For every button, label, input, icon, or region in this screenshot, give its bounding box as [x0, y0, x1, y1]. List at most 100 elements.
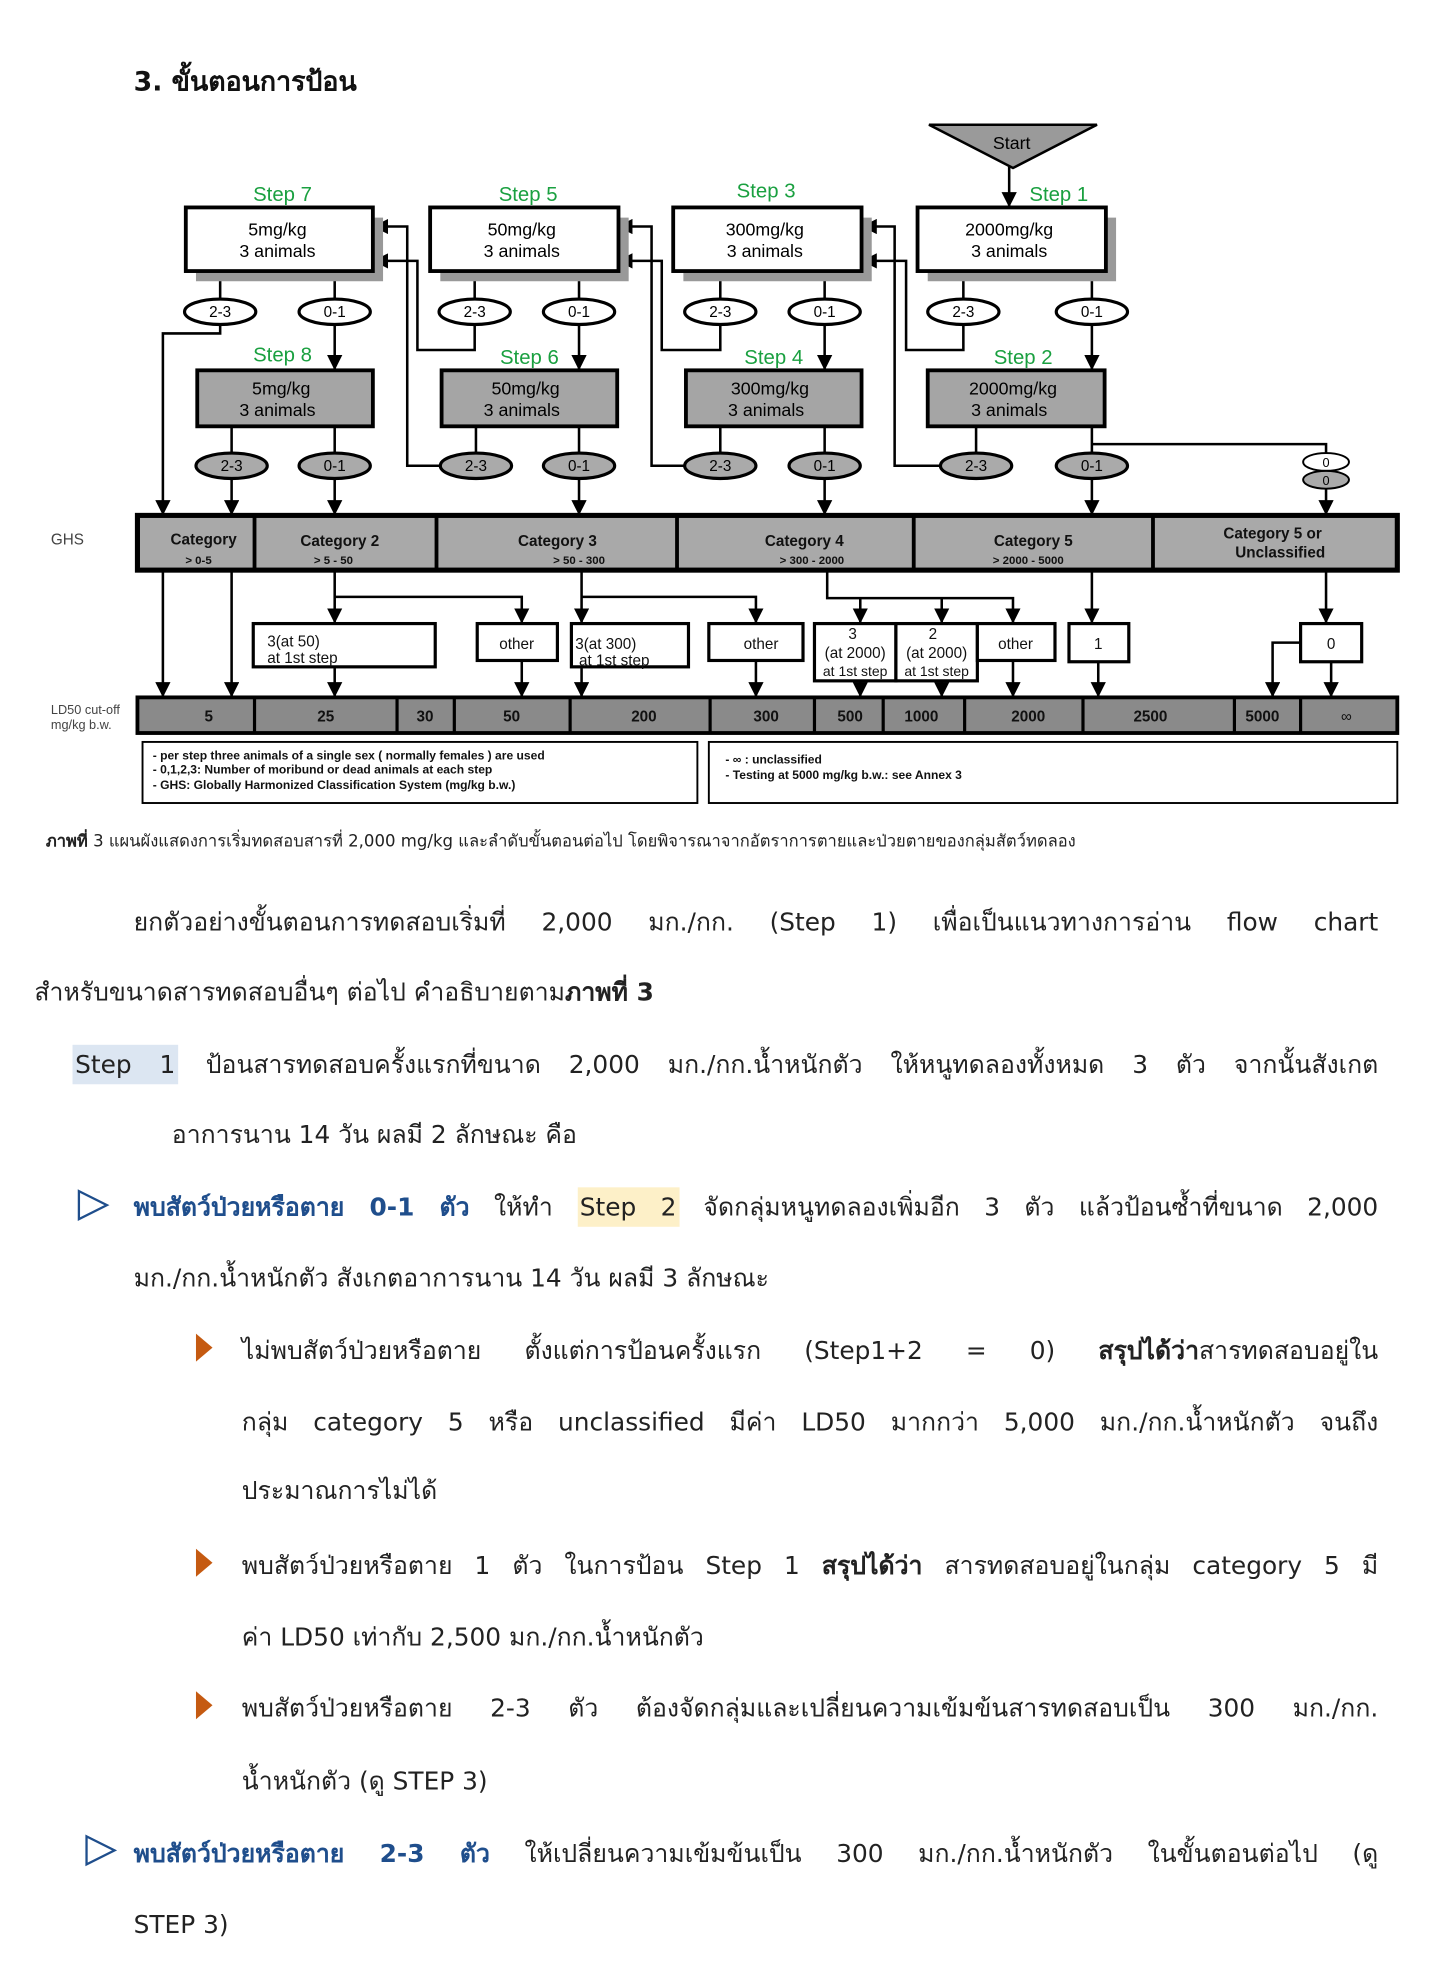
svg-text:3 animals: 3 animals: [971, 241, 1047, 261]
svg-text:> 300 - 2000: > 300 - 2000: [780, 555, 845, 567]
outcome-oval: 2-3: [182, 297, 258, 327]
outcome-oval: 2-3: [438, 451, 514, 481]
svg-text:50: 50: [503, 709, 520, 726]
sub-bullet-line: พบสัตว์ป่วยหรือตาย 2-3 ตัว ต้องจัดกลุ่มแ…: [241, 1693, 1379, 1724]
svg-text:Unclassified: Unclassified: [1235, 544, 1325, 561]
outline-triangle-bullet-icon: [85, 1834, 118, 1867]
result-box-3-at-2000: 3(at 2000)at 1st step: [823, 626, 888, 679]
svg-text:Step 6: Step 6: [500, 347, 559, 369]
svg-text:3(at 300): 3(at 300): [575, 636, 636, 653]
svg-text:at 1st step: at 1st step: [823, 663, 888, 679]
paragraph-line: ค่า LD50 เท่ากับ 2,500 มก./กก.น้ำหนักตัว: [241, 1622, 704, 1652]
outcome-oval-zero: 0: [1302, 452, 1350, 472]
svg-text:2-3: 2-3: [209, 304, 231, 321]
step-7-box: Step 7 5mg/kg3 animals: [183, 184, 384, 282]
outcome-oval: 0-1: [787, 451, 862, 481]
start-node: Start: [928, 123, 1098, 170]
svg-text:0-1: 0-1: [814, 304, 836, 321]
svg-text:500: 500: [837, 709, 862, 726]
svg-text:> 0-5: > 0-5: [185, 555, 212, 567]
svg-text:2-3: 2-3: [709, 458, 731, 475]
ld50-flowchart: Start Step 7 5mg/kg3 animals Step 5 50mg…: [51, 123, 1400, 804]
figure-caption: ภาพที่ 3 แผนผังแสดงการเริ่มทดสอบสารที่ 2…: [45, 832, 1076, 852]
svg-text:3 animals: 3 animals: [239, 241, 315, 261]
outcome-oval: 0-1: [541, 451, 617, 481]
svg-text:3: 3: [848, 626, 857, 643]
step-5-box: Step 5 50mg/kg3 animals: [428, 184, 629, 282]
svg-text:0-1: 0-1: [814, 458, 836, 475]
sub-bullet-line: พบสัตว์ป่วยหรือตาย 1 ตัว ในการป้อน Step …: [241, 1551, 1379, 1581]
svg-text:2-3: 2-3: [965, 458, 987, 475]
orange-triangle-bullet-icon: [195, 1548, 213, 1577]
svg-text:Category 5 or: Category 5 or: [1223, 525, 1321, 542]
svg-text:- ∞ : unclassified: - ∞ : unclassified: [725, 753, 822, 767]
svg-text:> 50 - 300: > 50 - 300: [553, 555, 605, 567]
svg-text:300mg/kg: 300mg/kg: [731, 379, 809, 399]
svg-text:3 animals: 3 animals: [484, 400, 560, 420]
svg-text:2: 2: [929, 626, 938, 643]
svg-text:50mg/kg: 50mg/kg: [488, 219, 556, 239]
result-box-2-at-2000: 2 (at 2000)at 1st step: [904, 626, 969, 679]
step1-tag: Step 1: [72, 1044, 178, 1085]
svg-text:200: 200: [631, 709, 656, 726]
ld50-label: LD50 cut-off: [51, 702, 121, 717]
ghs-category-bar: Category> 0-5 Category 2> 5 - 50 Categor…: [134, 512, 1400, 573]
legend-left: - per step three animals of a single sex…: [141, 740, 699, 804]
svg-text:1000: 1000: [904, 709, 938, 726]
step-2-box: Step 2 2000mg/kg3 animals: [925, 347, 1107, 429]
paragraph-line: STEP 3): [133, 1910, 229, 1940]
outline-triangle-bullet-icon: [77, 1189, 110, 1222]
svg-text:Step 8: Step 8: [253, 344, 312, 366]
svg-text:Step 5: Step 5: [499, 184, 558, 206]
step1-line: Step 1 ป้อนสารทดสอบครั้งแรกที่ขนาด 2,000…: [72, 1044, 1379, 1085]
svg-text:2-3: 2-3: [464, 304, 486, 321]
section-heading: 3. ขั้นตอนการป้อน: [133, 66, 357, 97]
svg-text:2-3: 2-3: [221, 458, 243, 475]
svg-text:Step 2: Step 2: [994, 347, 1053, 369]
svg-text:2-3: 2-3: [465, 458, 487, 475]
svg-text:(at 2000): (at 2000): [906, 645, 967, 662]
svg-text:3 animals: 3 animals: [727, 241, 803, 261]
outcome-oval: 2-3: [194, 451, 269, 481]
svg-text:3 animals: 3 animals: [239, 400, 315, 420]
svg-text:50mg/kg: 50mg/kg: [491, 379, 559, 399]
outcome-oval: 2-3: [938, 451, 1014, 481]
svg-text:25: 25: [317, 709, 334, 726]
legend-right: - ∞ : unclassified- Testing at 5000 mg/k…: [707, 740, 1399, 804]
paragraph-line: น้ำหนักตัว (ดู STEP 3): [241, 1766, 488, 1796]
paragraph-line: อาการนาน 14 วัน ผลมี 2 ลักษณะ คือ: [171, 1119, 577, 1150]
svg-text:0-1: 0-1: [324, 304, 346, 321]
svg-text:mg/kg b.w.: mg/kg b.w.: [51, 717, 112, 732]
step-3-box: Step 3 300mg/kg3 animals: [671, 180, 872, 282]
svg-text:0: 0: [1323, 455, 1330, 470]
svg-text:3 animals: 3 animals: [484, 241, 560, 261]
orange-triangle-bullet-icon: [195, 1691, 213, 1720]
paragraph-line: ยกตัวอย่างขั้นตอนการทดสอบเริ่มที่ 2,000 …: [133, 907, 1379, 937]
result-box-one: 1: [1094, 636, 1103, 653]
result-box-cat3: 3(at 300)at 1st step: [575, 636, 649, 670]
outcome-oval: 2-3: [926, 297, 1001, 327]
svg-text:- 0,1,2,3: Number of moribun: - 0,1,2,3: Number of moribund or dead an…: [153, 763, 493, 777]
svg-text:0-1: 0-1: [568, 304, 590, 321]
svg-text:at 1st step: at 1st step: [904, 663, 969, 679]
svg-text:- per step three animals of: - per step three animals of a single sex…: [153, 749, 545, 763]
result-box-other: other: [744, 636, 779, 653]
step2-tag: Step 2: [577, 1187, 679, 1227]
svg-text:2500: 2500: [1133, 709, 1167, 726]
step-6-box: Step 6 50mg/kg3 animals: [439, 347, 620, 429]
outcome-oval: 0-1: [1054, 451, 1130, 481]
svg-text:at 1st step: at 1st step: [267, 650, 337, 667]
svg-text:5000: 5000: [1245, 709, 1279, 726]
svg-text:> 5 - 50: > 5 - 50: [314, 555, 353, 567]
svg-text:2000mg/kg: 2000mg/kg: [965, 219, 1053, 239]
outcome-oval: 0-1: [787, 297, 862, 327]
outcome-oval: 0-1: [297, 451, 372, 481]
svg-text:Step 4: Step 4: [744, 347, 803, 369]
svg-text:30: 30: [417, 709, 434, 726]
svg-text:300mg/kg: 300mg/kg: [726, 219, 804, 239]
result-box-other: other: [499, 636, 534, 653]
outcome-oval: 2-3: [683, 297, 758, 327]
svg-text:Step 7: Step 7: [253, 184, 312, 206]
